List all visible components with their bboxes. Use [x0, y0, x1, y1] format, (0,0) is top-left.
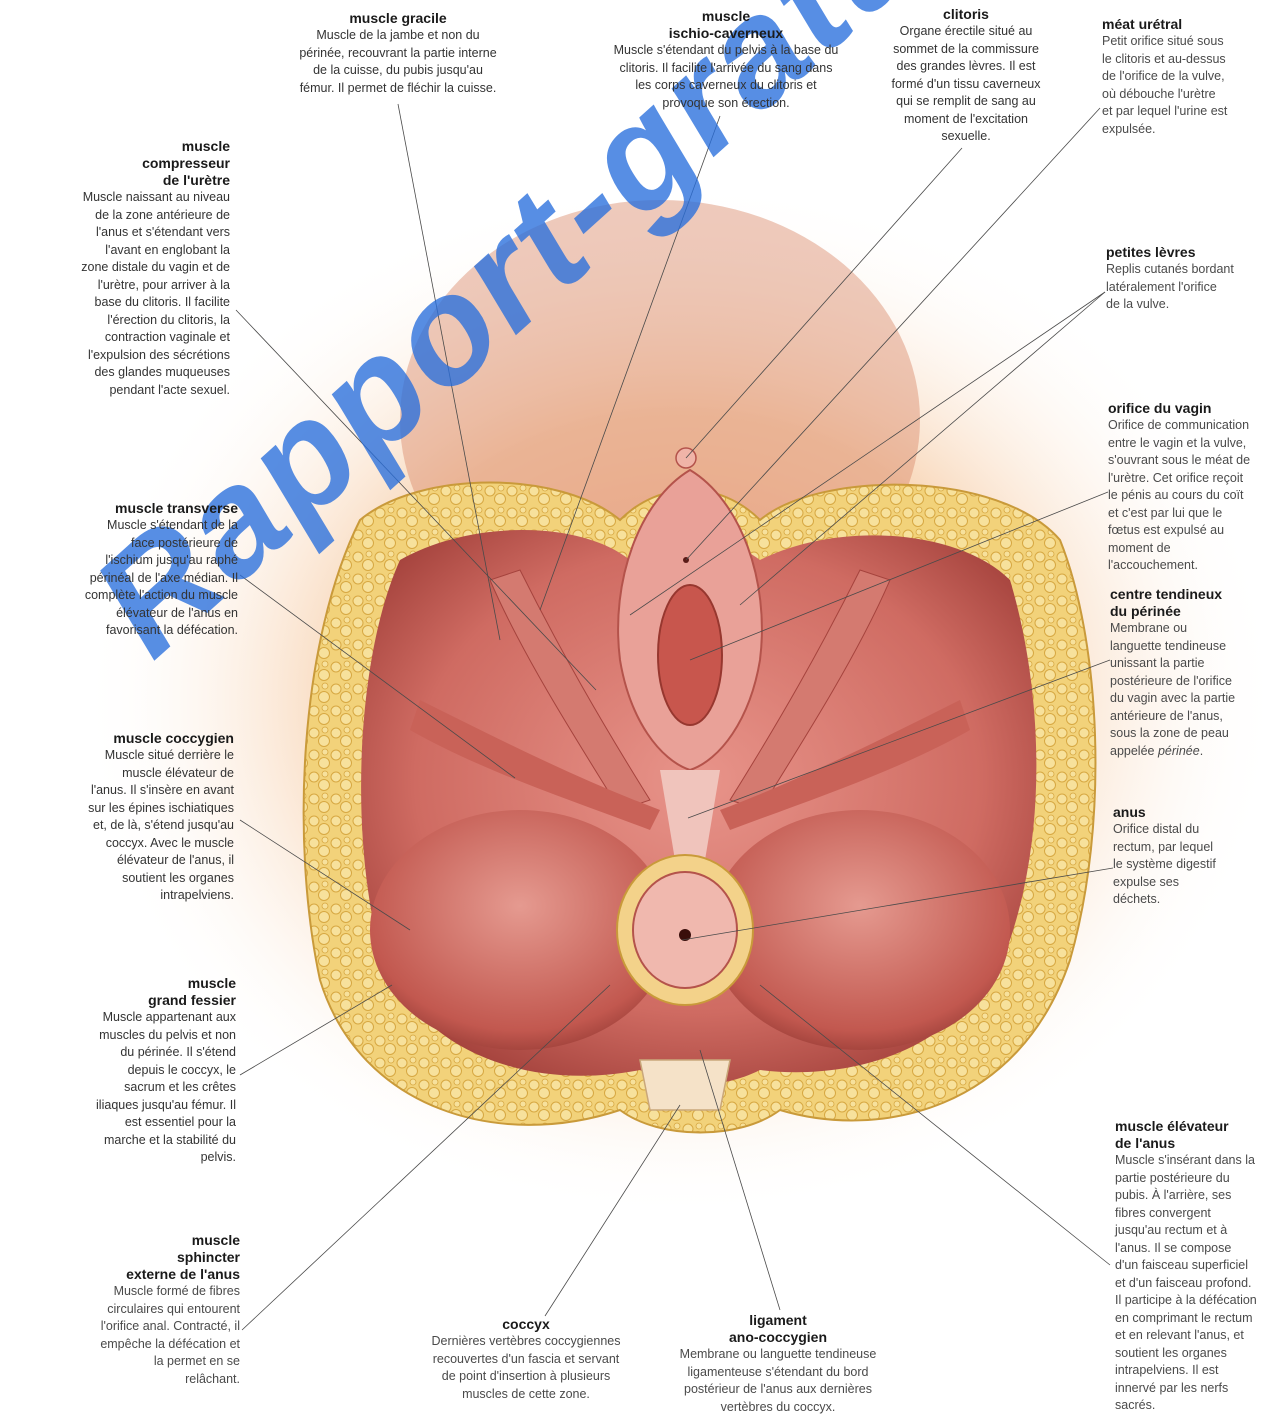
- label-title: méat urétral: [1102, 16, 1228, 33]
- label-title: muscle: [612, 8, 840, 25]
- label-desc-emphasis: périnée: [1158, 744, 1200, 758]
- label-desc: Replis cutanés bordant latéralement l'or…: [1106, 261, 1234, 314]
- label-anus: anus Orifice distal du rectum, par leque…: [1113, 804, 1223, 909]
- label-orifice-vagin: orifice du vagin Orifice de communicatio…: [1108, 400, 1254, 575]
- label-title: ischio-caverneux: [612, 25, 840, 42]
- label-elevateur-anus: muscle élévateur de l'anus Muscle s'insé…: [1115, 1118, 1257, 1415]
- label-title: orifice du vagin: [1108, 400, 1254, 417]
- label-title: muscle: [98, 1232, 240, 1249]
- label-title: de l'anus: [1115, 1135, 1257, 1152]
- label-title: muscle: [78, 138, 230, 155]
- label-compresseur-uretre: muscle compresseur de l'urètre Muscle na…: [78, 138, 230, 399]
- label-title: muscle transverse: [84, 500, 238, 517]
- label-desc: Muscle de la jambe et non du périnée, re…: [298, 27, 498, 97]
- label-desc-end: .: [1200, 744, 1203, 758]
- label-desc: Petit orifice situé sous le clitoris et …: [1102, 33, 1228, 138]
- label-desc: Organe érectile situé au sommet de la co…: [888, 23, 1044, 146]
- label-title: du périnée: [1110, 603, 1240, 620]
- label-meat-uretral: méat urétral Petit orifice situé sous le…: [1102, 16, 1228, 138]
- label-ligament-ano-coccygien: ligament ano-coccygien Membrane ou langu…: [676, 1312, 880, 1416]
- label-title: anus: [1113, 804, 1223, 821]
- label-title: coccyx: [428, 1316, 624, 1333]
- label-muscle-transverse: muscle transverse Muscle s'étendant de l…: [84, 500, 238, 640]
- label-title: compresseur: [78, 155, 230, 172]
- label-desc: Muscle s'étendant du pelvis à la base du…: [612, 42, 840, 112]
- label-title: muscle élévateur: [1115, 1118, 1257, 1135]
- label-title: muscle coccygien: [86, 730, 234, 747]
- label-sphincter-externe: muscle sphincter externe de l'anus Muscl…: [98, 1232, 240, 1388]
- label-title: de l'urètre: [78, 172, 230, 189]
- label-desc: Orifice de communication entre le vagin …: [1108, 417, 1254, 575]
- label-petites-levres: petites lèvres Replis cutanés bordant la…: [1106, 244, 1234, 314]
- label-title: muscle gracile: [298, 10, 498, 27]
- label-title: centre tendineux: [1110, 586, 1240, 603]
- label-desc: Muscle situé derrière le muscle élévateu…: [86, 747, 234, 905]
- label-coccyx: coccyx Dernières vertèbres coccygiennes …: [428, 1316, 624, 1403]
- label-title: muscle: [92, 975, 236, 992]
- label-desc: Muscle naissant au niveau de la zone ant…: [78, 189, 230, 399]
- label-grand-fessier: muscle grand fessier Muscle appartenant …: [92, 975, 236, 1167]
- label-muscle-coccygien: muscle coccygien Muscle situé derrière l…: [86, 730, 234, 905]
- label-title: petites lèvres: [1106, 244, 1234, 261]
- label-gracile: muscle gracile Muscle de la jambe et non…: [298, 10, 498, 97]
- label-title: externe de l'anus: [98, 1266, 240, 1283]
- label-desc: Muscle appartenant aux muscles du pelvis…: [92, 1009, 236, 1167]
- label-title: sphincter: [98, 1249, 240, 1266]
- label-desc: Muscle formé de fibres circulaires qui e…: [98, 1283, 240, 1388]
- label-desc: Orifice distal du rectum, par lequel le …: [1113, 821, 1223, 909]
- label-ischio-caverneux: muscle ischio-caverneux Muscle s'étendan…: [612, 8, 840, 112]
- label-desc: Muscle s'insérant dans la partie postéri…: [1115, 1152, 1257, 1415]
- vaginal-orifice: [658, 585, 722, 725]
- label-title: ligament: [676, 1312, 880, 1329]
- label-desc: Dernières vertèbres coccygiennes recouve…: [428, 1333, 624, 1403]
- label-title: ano-coccygien: [676, 1329, 880, 1346]
- right-buttock-muscle: [710, 810, 1010, 1050]
- label-desc: Membrane ou languette tendineuse unissan…: [1110, 620, 1240, 760]
- label-title: clitoris: [888, 6, 1044, 23]
- label-clitoris: clitoris Organe érectile situé au sommet…: [888, 6, 1044, 146]
- label-desc-text: Membrane ou languette tendineuse unissan…: [1110, 621, 1235, 758]
- label-centre-tendineux: centre tendineux du périnée Membrane ou …: [1110, 586, 1240, 760]
- label-desc: Membrane ou languette tendineuse ligamen…: [676, 1346, 880, 1416]
- label-title: grand fessier: [92, 992, 236, 1009]
- label-desc: Muscle s'étendant de la face postérieure…: [84, 517, 238, 640]
